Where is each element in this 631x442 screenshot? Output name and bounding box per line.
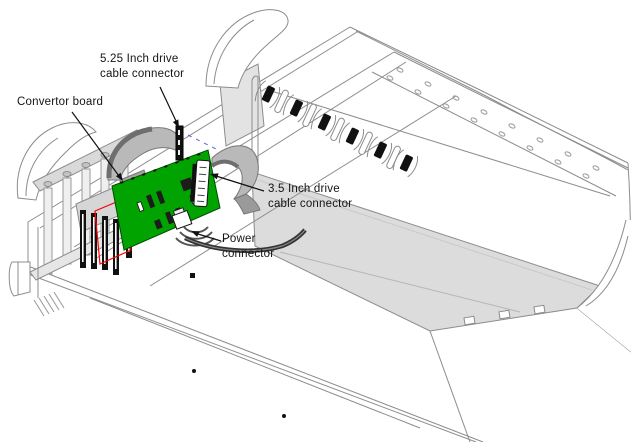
- callout-line: Power: [222, 233, 256, 245]
- insertion-guide-dashes: [187, 134, 221, 152]
- callout-line: cable connector: [100, 68, 185, 80]
- callout-line: 3.5 Inch drive: [268, 183, 340, 195]
- power-cable-highlight: [184, 229, 306, 252]
- vent-grille: [33, 291, 65, 317]
- power-connector-block: [171, 207, 193, 230]
- connector-3-5-drive: [190, 159, 211, 208]
- leader-35: [215, 175, 265, 192]
- floor-panel: [251, 171, 601, 332]
- callout-35-drive-cable-connector: 3.5 Inch drive cable connector: [268, 182, 352, 212]
- chassis-floor: [251, 171, 601, 332]
- arrowhead-power: [191, 231, 200, 237]
- board-top-pads: [120, 152, 201, 184]
- callout-power-connector: Power connector: [222, 232, 274, 262]
- convertor-board: [111, 149, 221, 251]
- callout-line: Convertor board: [17, 96, 104, 108]
- floor-edge-tabs: [463, 304, 546, 326]
- arrowhead-35: [210, 173, 219, 180]
- drive-bay-connectors: [254, 80, 419, 178]
- floor-rear-seam: [257, 179, 593, 291]
- callout-arrowheads: [115, 119, 219, 237]
- front-face-screws: [190, 273, 286, 418]
- callout-line: 5.25 Inch drive: [100, 53, 179, 65]
- arrowhead-convertor-board: [115, 172, 123, 181]
- connector-5-25-drive: [175, 125, 221, 161]
- case-front-foot: [8, 261, 31, 297]
- callout-line: connector: [222, 248, 275, 260]
- floor-seam: [279, 251, 521, 313]
- arrowhead-525: [172, 119, 179, 128]
- power-connector-assembly: [171, 207, 307, 253]
- callout-leaders: [71, 86, 265, 242]
- callout-525-drive-cable-connector: 5.25 Inch drive cable connector: [100, 52, 184, 82]
- rear-rail-perforations: [386, 67, 600, 179]
- callout-line: cable connector: [268, 198, 353, 210]
- leader-power: [197, 233, 222, 242]
- callout-convertor-board: Convertor board: [17, 95, 103, 110]
- case-corner-molding: [576, 219, 631, 352]
- leader-convertor-board: [71, 111, 120, 177]
- case-fin-rear: [205, 9, 289, 89]
- leader-525: [159, 86, 177, 122]
